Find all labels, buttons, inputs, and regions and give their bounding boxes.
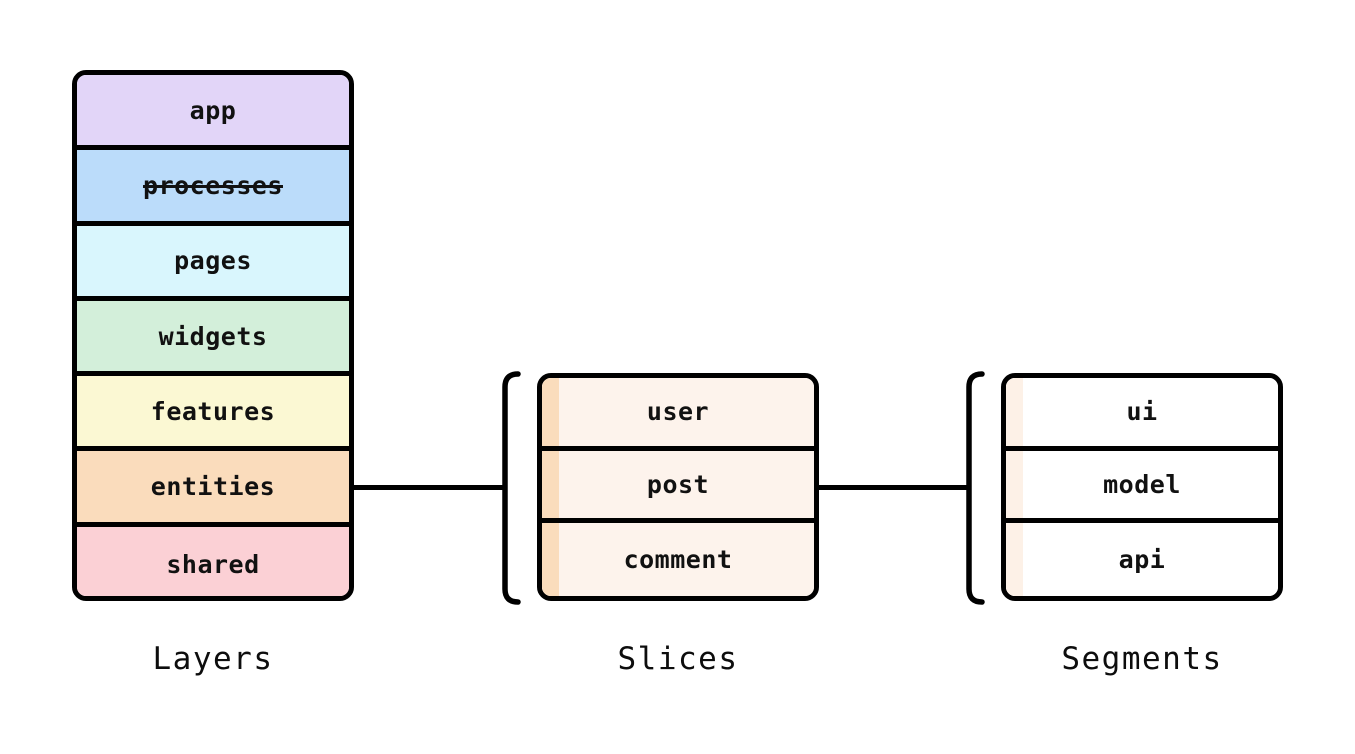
layer-cell-features[interactable]: features bbox=[77, 376, 349, 452]
segment-label-api: api bbox=[1118, 545, 1166, 575]
slice-stripe bbox=[542, 450, 559, 519]
layer-label-app: app bbox=[189, 95, 237, 125]
slice-label-comment: comment bbox=[623, 545, 733, 575]
slice-cell-post[interactable]: post bbox=[542, 450, 814, 524]
layers-stack: app processes pages widgets features ent… bbox=[72, 70, 354, 601]
connector-slices-to-segments bbox=[818, 485, 969, 490]
layer-label-widgets: widgets bbox=[158, 321, 268, 351]
layer-cell-shared[interactable]: shared bbox=[77, 526, 349, 596]
segment-stripe bbox=[1006, 378, 1023, 446]
segment-stripe bbox=[1006, 450, 1023, 519]
segment-cell-api[interactable]: api bbox=[1006, 523, 1278, 596]
segment-label-model: model bbox=[1103, 470, 1181, 500]
layer-cell-processes[interactable]: processes bbox=[77, 150, 349, 226]
layer-label-features: features bbox=[150, 396, 276, 426]
segments-bracket-icon bbox=[962, 370, 988, 606]
connector-layers-to-slices bbox=[353, 485, 505, 490]
layers-caption: Layers bbox=[152, 641, 274, 677]
layer-label-processes: processes bbox=[143, 170, 283, 200]
slice-cell-comment[interactable]: comment bbox=[542, 523, 814, 596]
slice-stripe bbox=[542, 378, 559, 446]
layer-cell-app[interactable]: app bbox=[77, 75, 349, 151]
layer-label-pages: pages bbox=[174, 246, 252, 276]
layer-cell-entities[interactable]: entities bbox=[77, 451, 349, 527]
slices-stack: user post comment bbox=[537, 373, 819, 601]
segments-stack: ui model api bbox=[1001, 373, 1283, 601]
slice-cell-user[interactable]: user bbox=[542, 378, 814, 451]
layer-cell-pages[interactable]: pages bbox=[77, 225, 349, 301]
slice-label-post: post bbox=[646, 470, 710, 500]
segment-label-ui: ui bbox=[1126, 397, 1158, 427]
slices-caption: Slices bbox=[617, 641, 739, 677]
slice-label-user: user bbox=[646, 397, 710, 427]
slice-stripe bbox=[542, 523, 559, 596]
segment-stripe bbox=[1006, 523, 1023, 596]
layer-cell-widgets[interactable]: widgets bbox=[77, 300, 349, 377]
layer-label-entities: entities bbox=[150, 472, 276, 502]
segments-caption: Segments bbox=[1061, 641, 1223, 677]
slices-bracket-icon bbox=[498, 370, 524, 606]
segment-cell-model[interactable]: model bbox=[1006, 450, 1278, 524]
segment-cell-ui[interactable]: ui bbox=[1006, 378, 1278, 451]
layer-label-shared: shared bbox=[166, 549, 260, 579]
